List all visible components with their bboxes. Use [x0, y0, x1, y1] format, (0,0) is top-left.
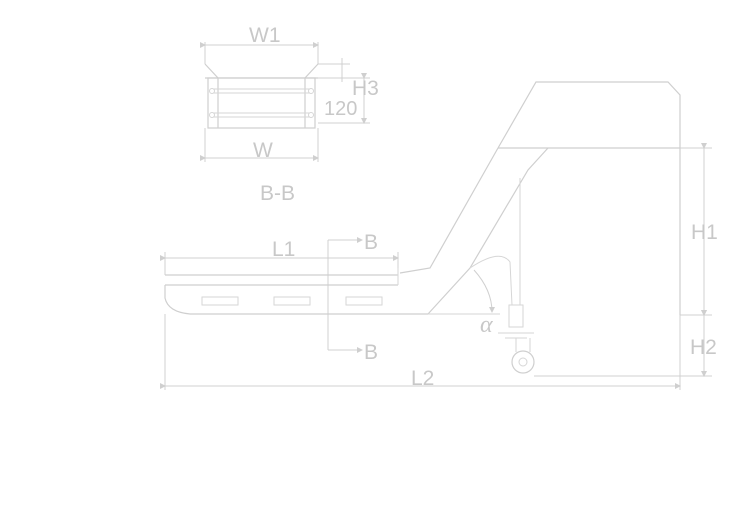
label-h3: H3	[352, 77, 379, 100]
label-b-bottom: B	[364, 341, 378, 364]
section-view	[200, 42, 370, 162]
label-l2: L2	[411, 367, 434, 390]
label-l1: L1	[272, 238, 295, 261]
label-alpha: α	[480, 312, 493, 338]
label-section-bb: B-B	[260, 182, 295, 205]
label-w: W	[253, 139, 273, 162]
label-b-top: B	[364, 231, 378, 254]
label-w1: W1	[249, 24, 281, 47]
label-120: 120	[324, 98, 357, 120]
label-h2: H2	[690, 336, 717, 359]
side-view	[160, 81, 712, 390]
label-h1: H1	[691, 221, 718, 244]
